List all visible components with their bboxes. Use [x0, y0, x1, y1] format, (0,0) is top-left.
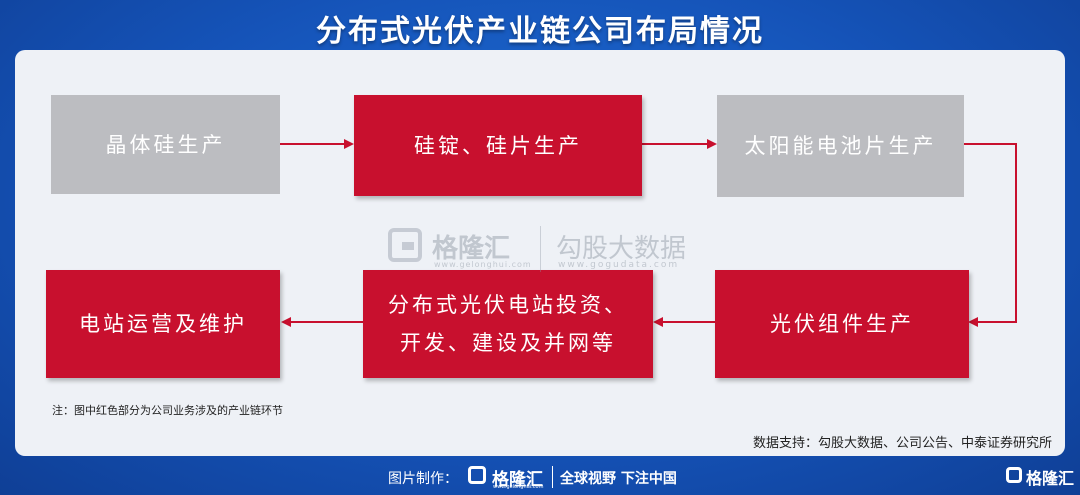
- footer-brand: 格隆汇: [492, 470, 543, 490]
- node-solar-cell: 太阳能电池片生产: [717, 95, 964, 197]
- corner-logo-icon: [1006, 467, 1022, 483]
- watermark: 格隆汇 www.gelonghui.com 勾股大数据 www.gogudata…: [388, 224, 708, 276]
- footer-brand-url: www.gelonghui.com: [493, 484, 544, 490]
- footer-logo-icon: [468, 466, 486, 484]
- watermark-brand2-url: www.gogudata.com: [558, 260, 680, 270]
- footer-divider: [552, 466, 553, 488]
- arrow-n3-n4: [964, 143, 1017, 327]
- watermark-brand: 格隆汇: [432, 234, 511, 264]
- footer-label: 图片制作：: [388, 471, 458, 487]
- node-crystal-silicon-label: 晶体硅生产: [105, 132, 226, 157]
- footnote: 注：图中红色部分为公司业务涉及的产业链环节: [52, 404, 283, 417]
- node-distributed-pv-station-line2: 开发、建设及并网等: [400, 331, 616, 355]
- footer-bar: 图片制作： 格隆汇 www.gelonghui.com 全球视野 下注中国 格隆…: [0, 462, 1080, 495]
- watermark-brand-url: www.gelonghui.com: [434, 260, 532, 269]
- node-station-operation: 电站运营及维护: [46, 270, 280, 378]
- node-distributed-pv-station: 分布式光伏电站投资、 开发、建设及并网等: [363, 270, 653, 378]
- node-pv-module-label: 光伏组件生产: [770, 312, 914, 336]
- watermark-divider: [540, 226, 541, 272]
- node-crystal-silicon: 晶体硅生产: [51, 95, 280, 194]
- node-solar-cell-label: 太阳能电池片生产: [744, 134, 937, 158]
- node-station-operation-label: 电站运营及维护: [79, 312, 247, 336]
- corner-brand: 格隆汇: [1026, 469, 1075, 488]
- gelonghui-logo-icon: [388, 228, 422, 262]
- node-ingot-wafer: 硅锭、硅片生产: [354, 95, 642, 196]
- node-pv-module: 光伏组件生产: [715, 270, 969, 378]
- watermark-brand2: 勾股大数据: [556, 234, 687, 264]
- page-title: 分布式光伏产业链公司布局情况: [316, 14, 764, 49]
- node-ingot-wafer-label: 硅锭、硅片生产: [414, 133, 582, 158]
- footer-slogan: 全球视野 下注中国: [560, 471, 677, 487]
- data-source: 数据支持：勾股大数据、公司公告、中泰证券研究所: [752, 436, 1052, 451]
- node-distributed-pv-station-line1: 分布式光伏电站投资、: [388, 293, 628, 317]
